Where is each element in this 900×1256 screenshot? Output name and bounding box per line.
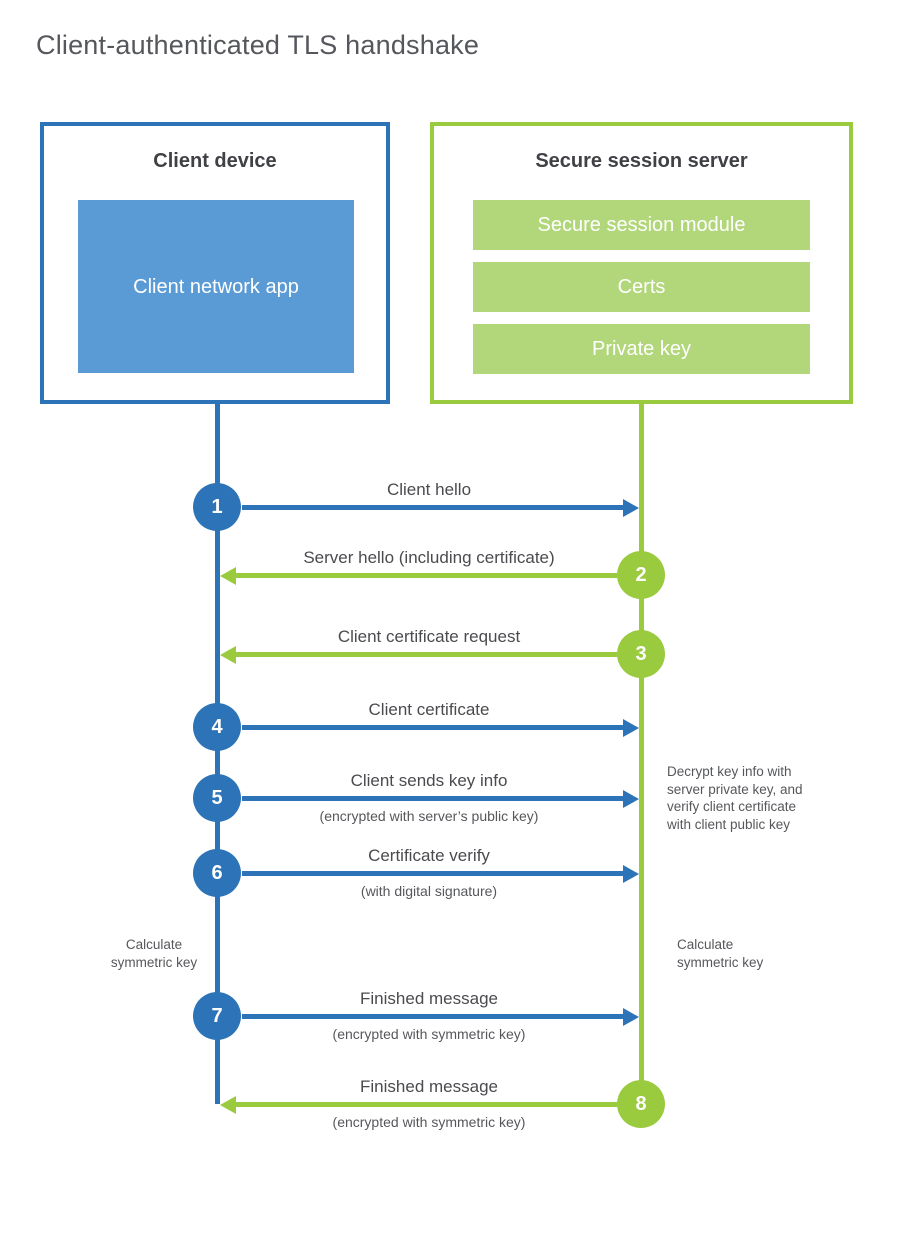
step-arrow-4-right-icon [242,718,639,737]
client-lifeline [215,404,220,1104]
server-box: Secure session server Secure session mod… [430,122,853,404]
step-arrow-8-left-icon [220,1095,617,1114]
step-number-1: 1 [211,495,223,518]
client-network-app-block: Client network app [78,200,354,373]
step-label-4: Client certificate [368,700,490,719]
step-sublabel-5: (encrypted with server’s public key) [319,808,539,824]
step-arrow-2-left-icon [220,566,617,585]
step-circle-5: 5 [193,774,241,822]
step-number-7: 7 [211,1004,223,1027]
step-label-2: Server hello (including certificate) [303,548,555,567]
note-decrypt-key-info: Decrypt key info with server private key… [667,764,803,832]
step-circle-7: 7 [193,992,241,1040]
client-device-title: Client device [153,150,277,172]
step-arrow-7-right-icon [242,1007,639,1026]
step-arrow-6-right-icon [242,864,639,883]
step-number-5: 5 [211,786,223,809]
step-label-1: Client hello [386,480,472,499]
step-arrow-5-right-icon [242,789,639,808]
server-title: Secure session server [535,150,748,172]
step-arrow-3-left-icon [220,645,617,664]
step-number-6: 6 [211,861,223,884]
page-title: Client-authenticated TLS handshake [36,30,480,60]
step-label-7: Finished message [360,989,498,1008]
step-arrow-1-right-icon [242,498,639,517]
step-circle-6: 6 [193,849,241,897]
step-number-4: 4 [211,715,223,738]
step-circle-2: 2 [617,551,665,599]
step-number-2: 2 [635,563,647,586]
server-lifeline [639,404,644,1104]
step-label-6: Certificate verify [368,846,490,865]
server-module-secure-session: Secure session module [473,200,810,250]
step-label-5: Client sends key info [350,771,508,790]
step-sublabel-6: (with digital signature) [360,883,498,899]
note-calculate-symmetric-key-client: Calculate symmetric key [110,937,198,970]
step-circle-1: 1 [193,483,241,531]
note-calculate-symmetric-key-server: Calculate symmetric key [677,937,764,970]
server-module-certs: Certs [473,262,810,312]
step-circle-8: 8 [617,1080,665,1128]
step-sublabel-7: (encrypted with symmetric key) [332,1026,526,1042]
step-label-8: Finished message [360,1077,498,1096]
server-module-private-key: Private key [473,324,810,374]
step-number-3: 3 [635,642,647,665]
step-circle-4: 4 [193,703,241,751]
step-circle-3: 3 [617,630,665,678]
step-number-8: 8 [635,1092,647,1115]
step-sublabel-8: (encrypted with symmetric key) [332,1114,526,1130]
client-device-box: Client device Client network app [40,122,390,404]
step-label-3: Client certificate request [337,627,521,646]
